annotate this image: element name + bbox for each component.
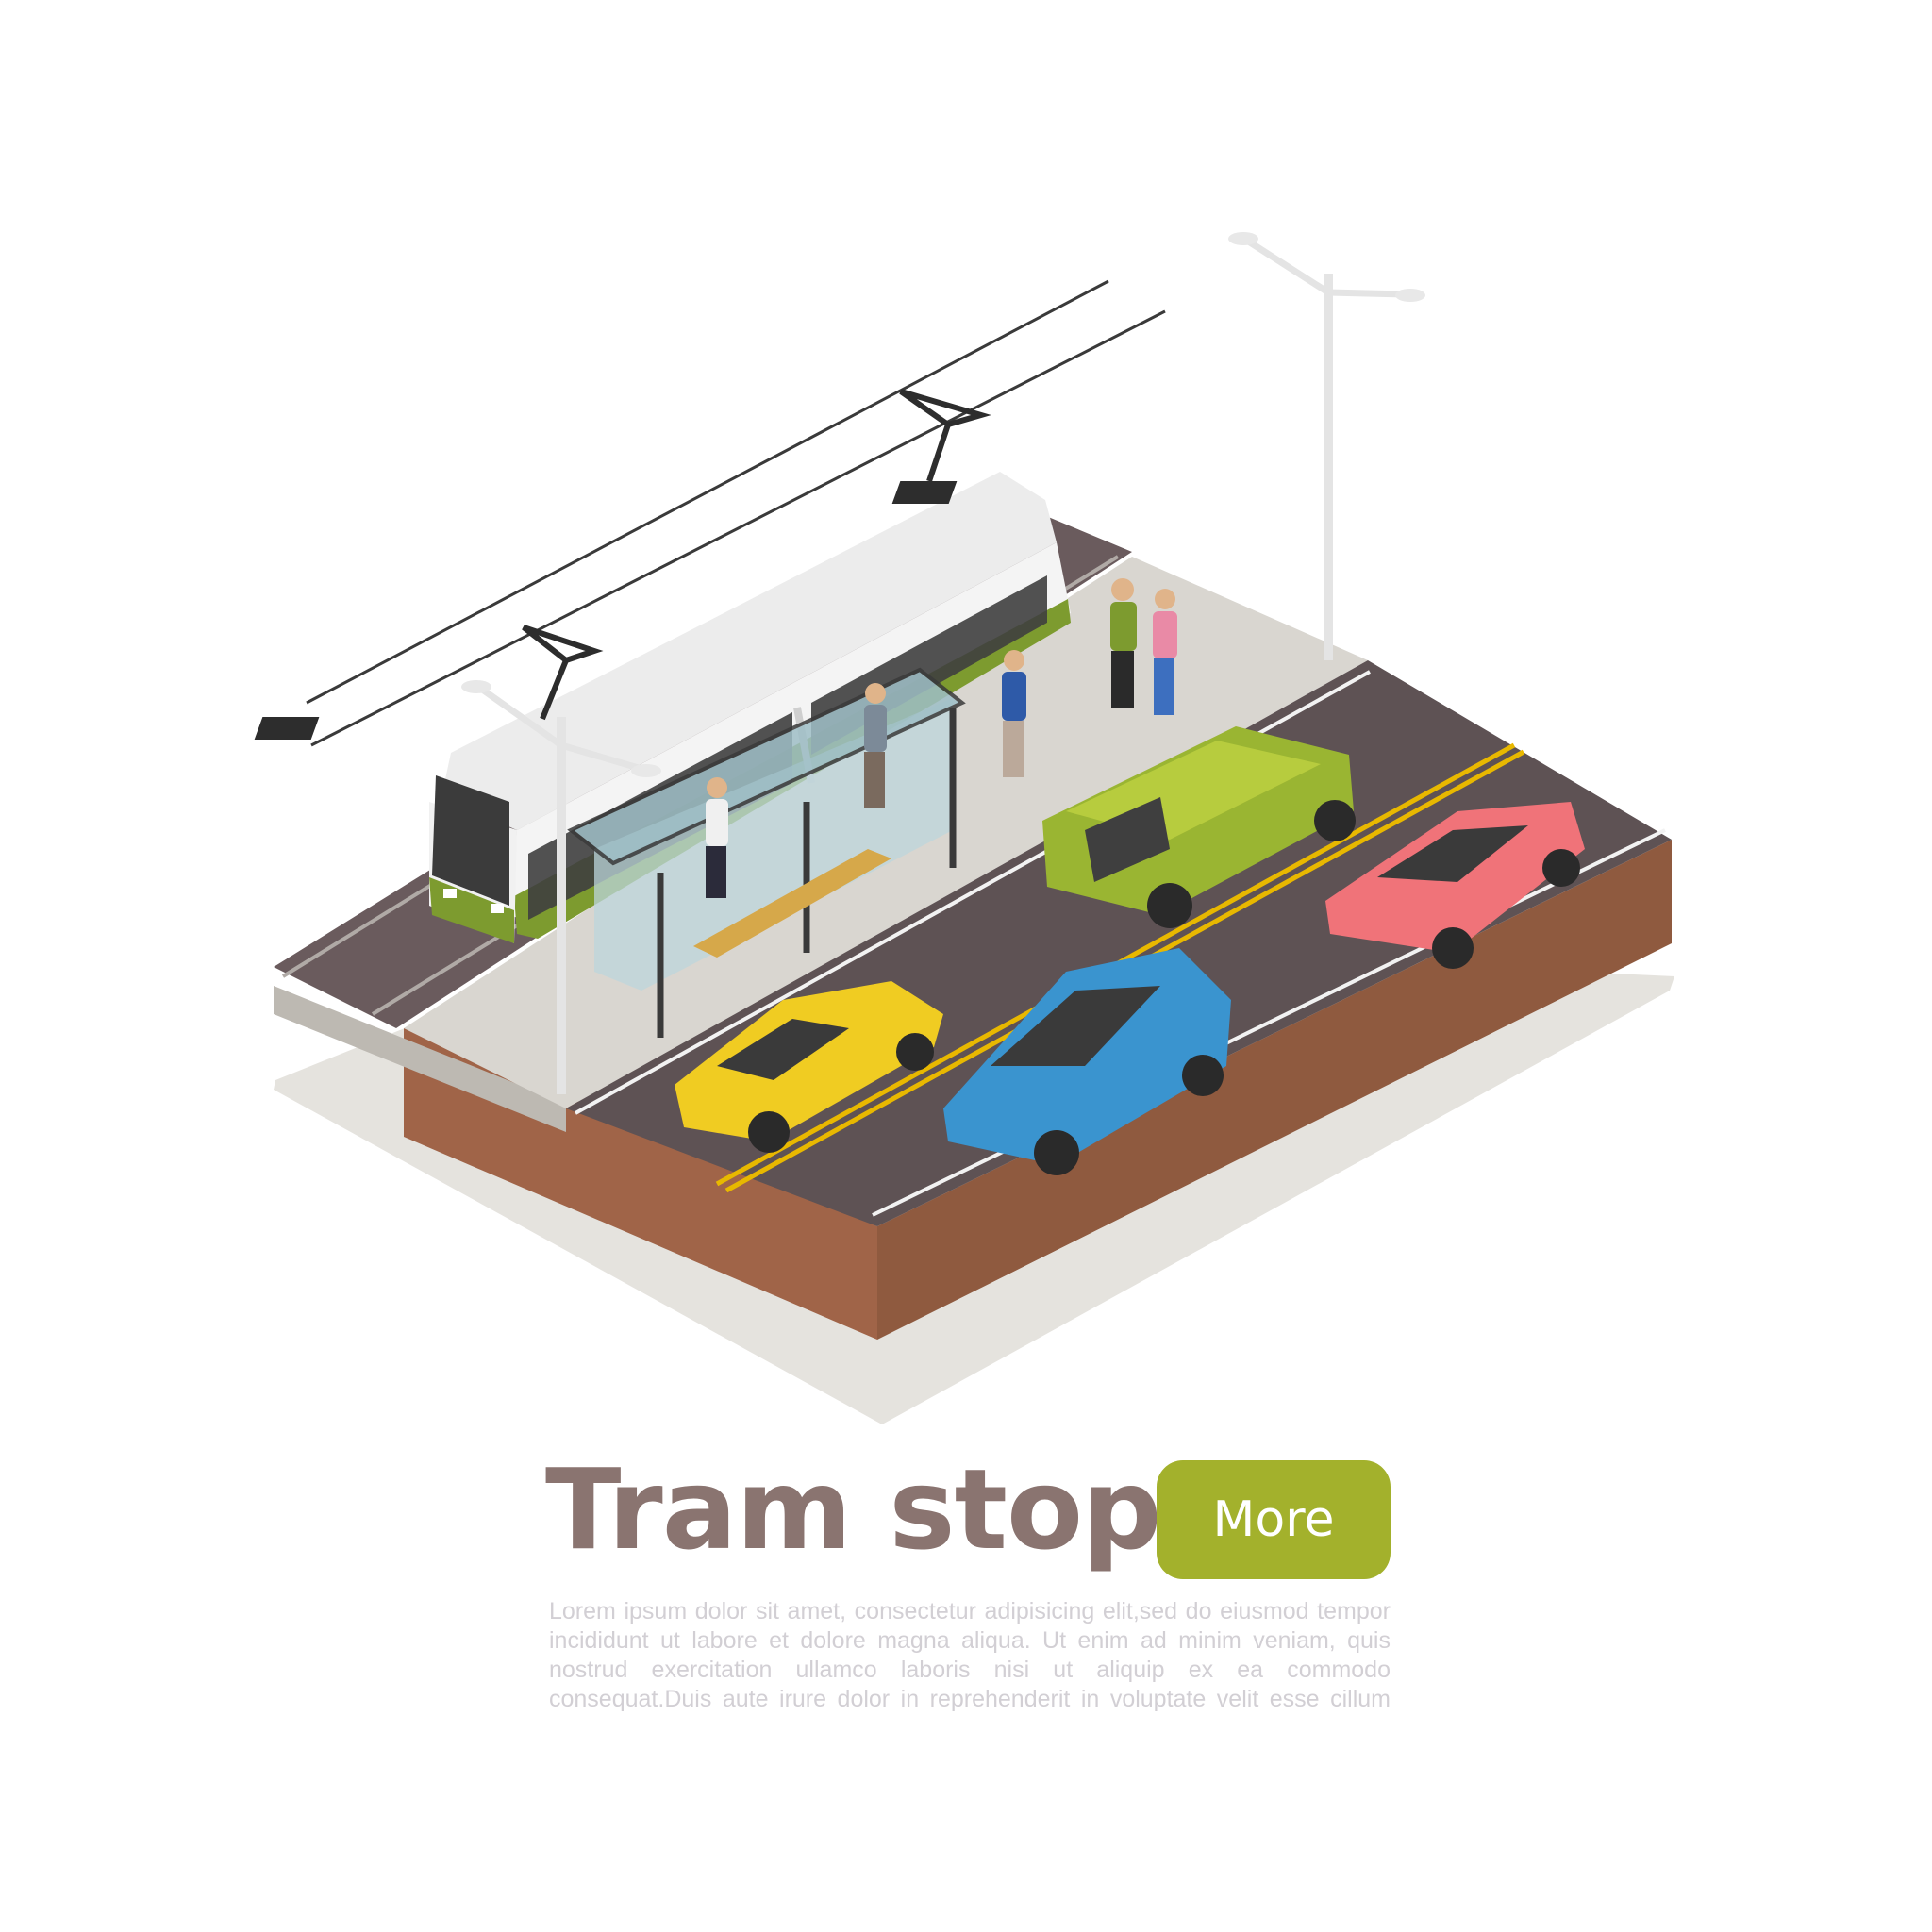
lamp-head xyxy=(1395,289,1425,302)
lamp-arm xyxy=(478,686,564,748)
pantograph xyxy=(899,389,991,482)
car-pink xyxy=(1325,802,1585,969)
page-title: Tram stop xyxy=(545,1444,1162,1574)
shelter-glass xyxy=(594,698,953,991)
lamp-head xyxy=(631,764,661,777)
pantograph xyxy=(522,625,604,721)
base-side-sidewalk xyxy=(274,986,566,1132)
tram-roof xyxy=(441,472,1057,830)
car-blue xyxy=(943,948,1231,1175)
shelter-bench xyxy=(693,849,891,958)
pedestrian xyxy=(1110,578,1137,708)
tram-front-window xyxy=(432,775,509,906)
description-text: Lorem ipsum dolor sit amet, consectetur … xyxy=(549,1598,1391,1712)
more-button[interactable]: More xyxy=(1157,1460,1391,1579)
car-yellow xyxy=(675,981,943,1153)
pedestrian xyxy=(864,683,887,808)
base-side-right xyxy=(877,840,1672,1340)
pedestrian xyxy=(1153,589,1177,715)
lamp-head xyxy=(461,680,491,693)
overhead-wire xyxy=(310,309,1166,747)
overhead-wire xyxy=(306,279,1109,705)
pantograph-base xyxy=(891,481,958,504)
pedestrian xyxy=(1002,650,1026,777)
lamp-arm xyxy=(1327,289,1407,298)
lamp-head xyxy=(1228,232,1258,245)
tram-headlight xyxy=(491,904,504,913)
pedestrian xyxy=(706,777,728,898)
tram-headlight xyxy=(443,889,457,898)
pantograph-base xyxy=(254,717,320,740)
lamp-arm xyxy=(560,741,642,773)
lamp-arm xyxy=(1245,238,1330,295)
car-green xyxy=(1042,726,1356,928)
